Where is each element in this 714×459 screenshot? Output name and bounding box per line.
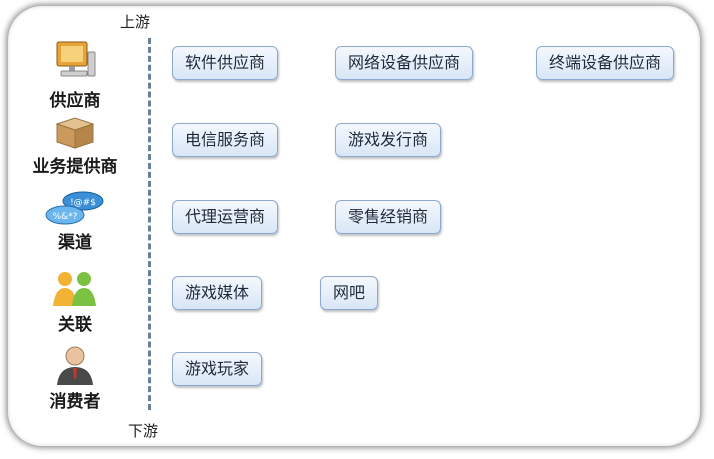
speech-bubbles-icon: !@#$ %&*? — [45, 191, 104, 225]
role-label: 关联 — [58, 315, 92, 335]
node-network-equipment-supplier: 网络设备供应商 — [335, 46, 474, 80]
role-consumer: 消费者 — [15, 345, 135, 412]
upstream-downstream-axis — [148, 38, 151, 410]
role-related: 关联 — [15, 270, 135, 335]
role-supplier: 供应商 — [15, 38, 135, 111]
downstream-label: 下游 — [128, 422, 159, 440]
role-label: 消费者 — [49, 392, 101, 412]
node-game-player: 游戏玩家 — [172, 352, 263, 386]
node-internet-cafe: 网吧 — [320, 276, 379, 310]
people-icon — [53, 272, 96, 306]
computer-icon — [56, 41, 96, 77]
box-icon — [55, 117, 95, 149]
role-label: 供应商 — [49, 91, 101, 111]
upstream-label: 上游 — [120, 13, 151, 31]
role-label: 渠道 — [58, 233, 92, 253]
node-software-supplier: 软件供应商 — [172, 46, 279, 80]
person-icon — [57, 346, 93, 385]
node-game-media: 游戏媒体 — [172, 276, 263, 310]
role-channel: !@#$ %&*? 渠道 — [15, 190, 135, 253]
node-retail-distributor: 零售经销商 — [335, 200, 442, 234]
node-terminal-equipment-supplier: 终端设备供应商 — [536, 46, 675, 80]
role-label: 业务提供商 — [32, 157, 118, 177]
node-telecom-service-provider: 电信服务商 — [172, 123, 279, 157]
bubble-bottom-text: %&*? — [53, 212, 78, 222]
node-agent-operator: 代理运营商 — [172, 200, 279, 234]
node-game-publisher: 游戏发行商 — [335, 123, 442, 157]
bubble-top-text: !@#$ — [70, 198, 96, 208]
role-business-provider: 业务提供商 — [15, 114, 135, 177]
